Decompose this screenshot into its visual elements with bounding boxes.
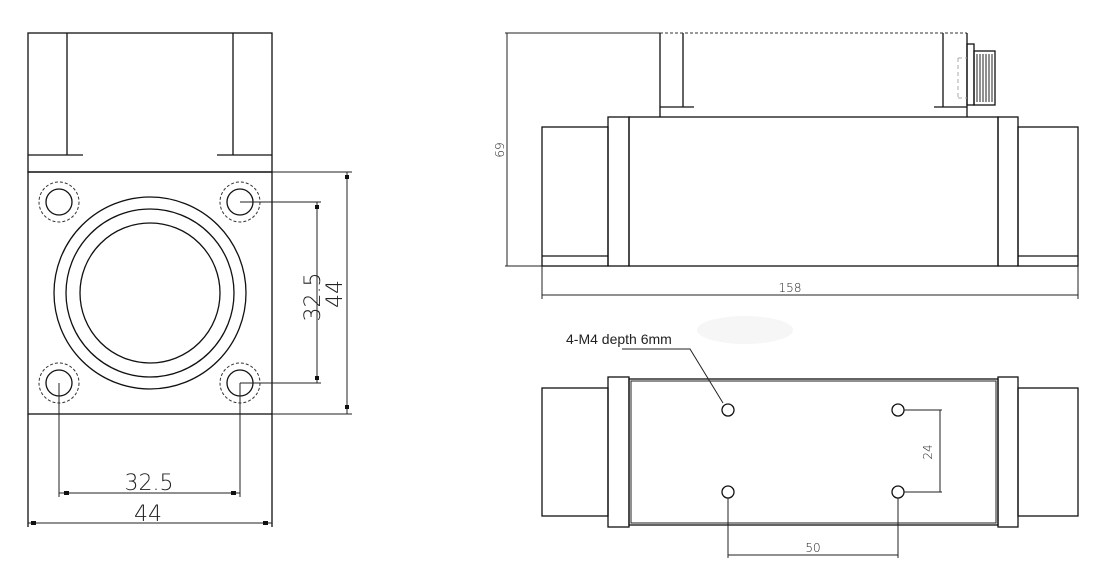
sensor-body xyxy=(628,116,999,267)
m4-holes xyxy=(721,403,905,499)
outer-ring xyxy=(53,196,247,390)
dim-side-length: 158 xyxy=(779,281,802,295)
dim-bottom-hole-spacing-vertical: 24 xyxy=(921,444,935,459)
dim-side-height: 69 xyxy=(493,142,507,157)
top-housing xyxy=(27,32,273,173)
bolt-holes xyxy=(38,181,261,404)
front-view: 32.5 44 32.5 44 xyxy=(27,32,352,527)
dim-front-height: 44 xyxy=(323,280,348,308)
flange-square xyxy=(27,171,273,415)
connector xyxy=(957,43,996,106)
right-pipe xyxy=(1017,126,1079,267)
bottom-view: 4-M4 depth 6mm 24 50 xyxy=(541,316,1079,558)
bore xyxy=(79,222,221,364)
bottom-body xyxy=(628,378,999,526)
left-pipe xyxy=(541,126,609,267)
dim-front-hole-spacing-horizontal: 32.5 xyxy=(125,471,174,496)
hole-callout: 4-M4 depth 6mm xyxy=(566,331,672,347)
dim-front-hole-spacing-vertical: 32.5 xyxy=(301,273,326,322)
dim-bottom-hole-spacing-horizontal: 50 xyxy=(805,541,820,555)
dim-front-width: 44 xyxy=(134,502,162,527)
side-view: 69 158 xyxy=(493,32,1079,299)
